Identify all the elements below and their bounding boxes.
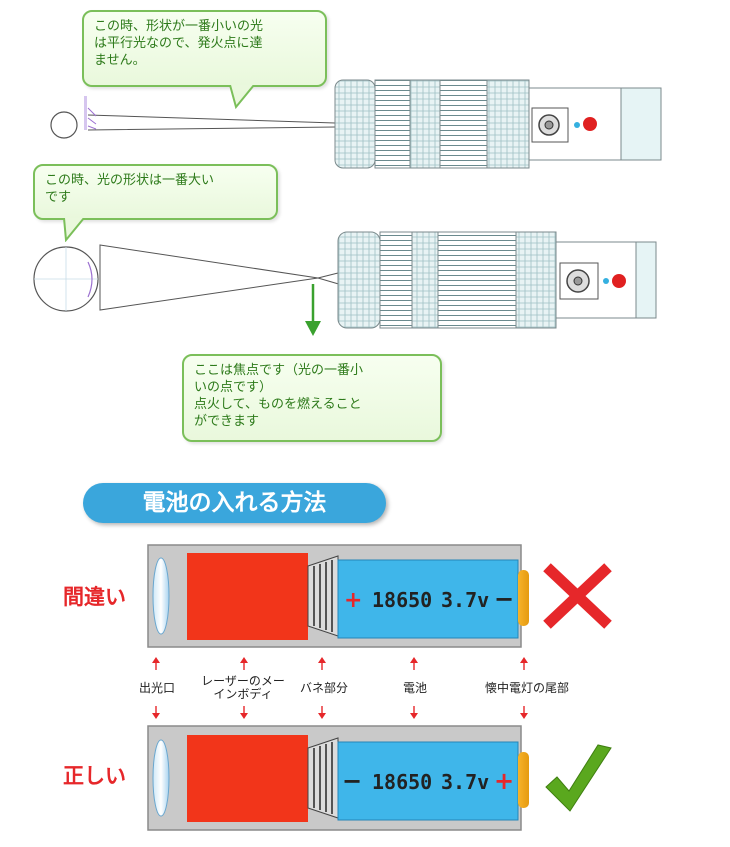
battery-right-sign: − [494, 585, 514, 613]
callout-largest-beam: この時、光の形状は一番大い です [33, 164, 278, 220]
battery-right-sign: + [494, 767, 514, 795]
battery-voltage: 3.7v [441, 588, 489, 612]
part-arrows [152, 657, 528, 719]
parallel-beam-lines [87, 114, 336, 131]
battery-left-sign: + [344, 588, 362, 613]
head-knurl [334, 79, 376, 169]
laser-bottom [33, 231, 657, 336]
row-label-right: 正しい [63, 764, 126, 788]
spot-crosshair [34, 247, 98, 311]
indicator-red [583, 117, 597, 131]
wrong-x-icon [543, 563, 612, 629]
switch-center [573, 276, 583, 286]
laser-module [187, 553, 308, 640]
spring-coils [313, 560, 333, 632]
battery-diagram-wrong: + 18650 3.7v − [147, 544, 612, 648]
indicator-blue [603, 278, 609, 284]
battery-model: 18650 [372, 588, 432, 612]
tail-cap [518, 752, 529, 808]
heat-fins [379, 231, 517, 329]
arrow-laser-body [240, 657, 248, 719]
focus-beam-cone [99, 244, 319, 311]
callout-focus-point: ここは焦点です（光の一番小 いの点です） 点火して、ものを燃えること ができます [182, 354, 442, 442]
arrow-exit [152, 657, 160, 719]
head-knurl [337, 231, 381, 329]
spring-cone [307, 555, 339, 637]
battery-cell [337, 559, 519, 639]
beam-spot-small [50, 111, 78, 139]
exit-lens [152, 739, 170, 817]
part-label-battery: 電池 [402, 681, 427, 695]
arrow-tail [520, 657, 528, 719]
mid-knurl [411, 231, 439, 329]
tail-cap [518, 570, 529, 626]
row-label-wrong: 間違い [63, 585, 126, 609]
spring-cone [307, 737, 339, 819]
arrow-battery [410, 657, 418, 719]
callout-largest-tail [63, 218, 85, 242]
spot-arc [87, 261, 93, 298]
part-label-laser-body: レーザーのメー インボディ [201, 674, 285, 701]
beam-scale-mark [84, 96, 87, 130]
indicator-red [612, 274, 626, 288]
laser-top [50, 79, 662, 169]
part-label-tail: 懐中電灯の尾部 [484, 681, 569, 695]
callout-parallel-beam: この時、形状が一番小いの光 は平行光なので、発火点に達 ません。 [82, 10, 327, 87]
exit-lens [152, 557, 170, 635]
check-mark-icon [545, 744, 612, 812]
switch-center [544, 120, 554, 130]
callout-parallel-tail [229, 85, 255, 109]
section-title: 電池の入れる方法 [83, 483, 386, 523]
indicator-blue [574, 122, 580, 128]
rear-knurl [515, 231, 557, 329]
laser-module [187, 735, 308, 822]
part-label-exit: 出光口 [138, 681, 175, 695]
arrow-spring [318, 657, 326, 719]
battery-left-sign: − [342, 767, 362, 795]
mid-knurl [409, 79, 441, 169]
battery-diagram-right: − 18650 3.7v + [147, 725, 612, 831]
rear-knurl [486, 79, 530, 169]
battery-model: 18650 [372, 770, 432, 794]
part-label-spring: バネ部分 [299, 681, 348, 695]
spring-coils [313, 742, 333, 814]
focus-arrow-head [305, 321, 321, 336]
body-tail [620, 87, 662, 161]
battery-voltage: 3.7v [441, 770, 489, 794]
beam-scale-ticks [87, 107, 97, 130]
body-tail [635, 241, 657, 319]
